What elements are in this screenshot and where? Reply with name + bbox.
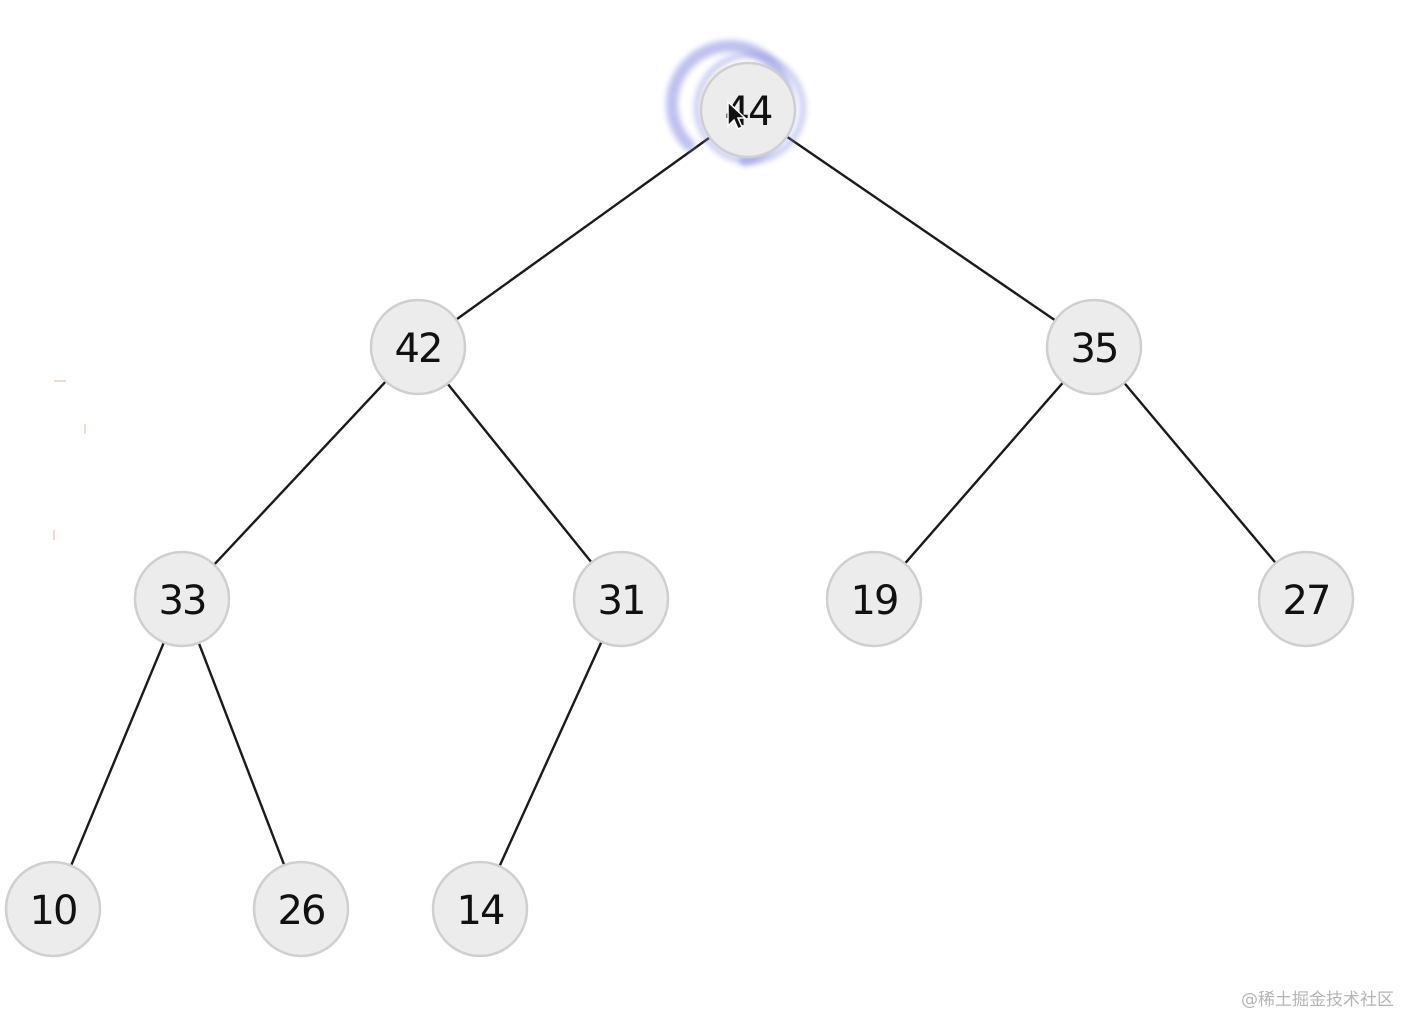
tree-node-circle xyxy=(369,298,467,396)
edge-31-14 xyxy=(498,641,603,867)
tree-node-label: 10 xyxy=(30,888,77,934)
artifact-speck xyxy=(53,530,55,540)
tree-node-circle xyxy=(431,860,529,958)
edges-layer xyxy=(69,135,1277,867)
artifact-speck xyxy=(84,424,86,434)
tree-node-33[interactable]: 33 xyxy=(133,550,231,648)
tree-node-label: 19 xyxy=(851,578,898,624)
tree-node-label: 35 xyxy=(1071,326,1118,372)
highlight-ring-inner xyxy=(694,52,806,164)
edge-44-42 xyxy=(455,136,711,321)
watermark: @稀土掘金技术社区 xyxy=(1241,990,1394,1010)
tree-node-26[interactable]: 26 xyxy=(252,860,350,958)
edge-35-27 xyxy=(1123,382,1277,564)
tree-node-10[interactable]: 10 xyxy=(4,860,102,958)
edge-42-31 xyxy=(446,382,593,564)
tree-node-19[interactable]: 19 xyxy=(825,550,923,648)
artifact-speck xyxy=(54,380,66,382)
edge-33-10 xyxy=(69,641,166,867)
tree-node-circle xyxy=(133,550,231,648)
tree-node-label: 31 xyxy=(598,578,645,624)
tree-node-circle xyxy=(699,61,797,159)
edge-44-35 xyxy=(786,135,1056,322)
tree-node-label: 33 xyxy=(159,578,206,624)
tree-node-31[interactable]: 31 xyxy=(572,550,670,648)
tree-node-27[interactable]: 27 xyxy=(1257,550,1355,648)
nodes-layer: 44 42 35 33 31 19 27 10 26 14 xyxy=(4,61,1355,958)
arrow-cursor-icon xyxy=(727,100,747,131)
tree-node-circle xyxy=(825,550,923,648)
edge-33-26 xyxy=(197,642,286,866)
tree-node-42[interactable]: 42 xyxy=(369,298,467,396)
tree-node-label: 26 xyxy=(278,888,325,934)
tree-node-label: 14 xyxy=(457,888,504,934)
edge-35-19 xyxy=(903,381,1065,565)
arrow-cursor-icon xyxy=(727,100,747,131)
tree-node-circle xyxy=(252,860,350,958)
tree-node-label: 42 xyxy=(395,326,442,372)
tree-node-circle xyxy=(4,860,102,958)
tree-node-label: 27 xyxy=(1283,578,1330,624)
tree-node-circle xyxy=(1257,550,1355,648)
tree-node-14[interactable]: 14 xyxy=(431,860,529,958)
tree-node-circle xyxy=(572,550,670,648)
tree-node-44[interactable]: 44 xyxy=(699,61,797,159)
edge-42-33 xyxy=(213,380,387,566)
tree-node-circle xyxy=(1045,298,1143,396)
tree-node-35[interactable]: 35 xyxy=(1045,298,1143,396)
